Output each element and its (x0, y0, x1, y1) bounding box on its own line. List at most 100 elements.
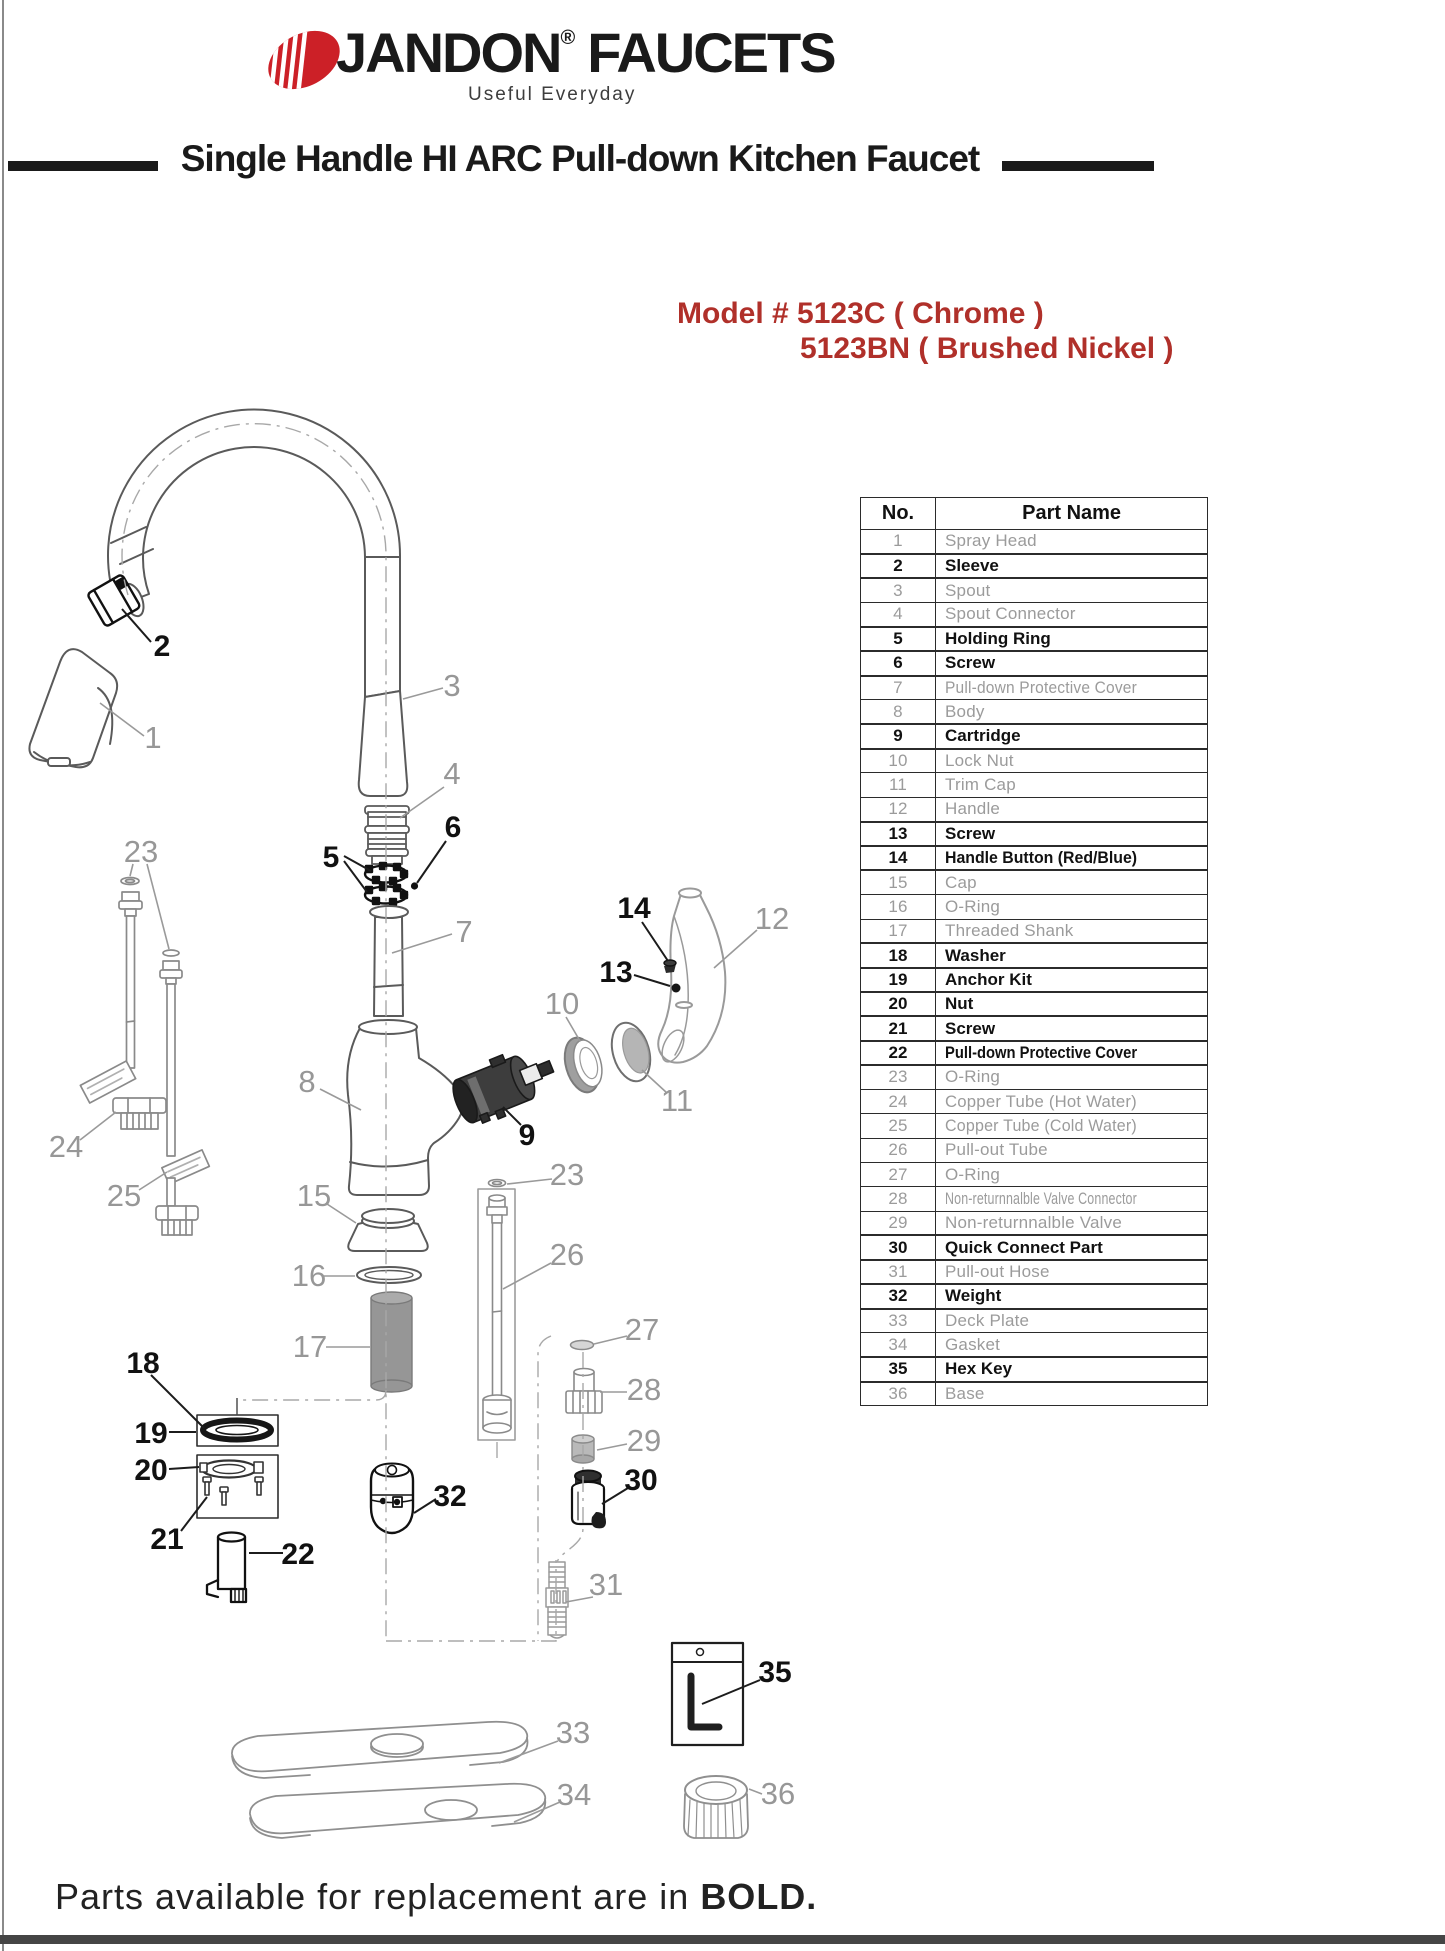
part-number-cell: 33 (860, 1307, 936, 1334)
model-number-line1: Model # 5123C ( Chrome ) (677, 297, 1044, 330)
part-number-cell: 25 (860, 1113, 936, 1139)
part-name-cell: Threaded Shank (934, 918, 1209, 944)
part-valve-connector (565, 1367, 603, 1414)
part-name-cell: Handle Button (Red/Blue) (934, 844, 1209, 872)
part-name-cell: Pull-down Protective Cover (934, 675, 1209, 701)
part-name-text: Lock Nut (945, 751, 1014, 771)
part-o-ring-16 (356, 1266, 422, 1284)
part-name-cell: Spout Connector (934, 602, 1209, 628)
part-name-cell: Spray Head (934, 528, 1209, 555)
table-row: 10 Lock Nut (860, 748, 1209, 774)
diagram-label-8: 8 (298, 1064, 315, 1099)
part-name-text: Screw (945, 653, 996, 673)
part-number-cell: 35 (860, 1356, 936, 1383)
part-number-cell: 7 (860, 675, 936, 701)
leader-lines-gray (79, 687, 763, 1823)
table-row: 5 Holding Ring (860, 625, 1209, 653)
part-cartridge (452, 1053, 555, 1124)
part-number-cell: 18 (860, 942, 936, 969)
title-rule-left (8, 161, 158, 171)
diagram-label-16: 16 (292, 1258, 326, 1293)
part-name-text: O-Ring (945, 896, 1001, 916)
part-name-text: Pull-down Protective Cover (945, 1042, 1138, 1062)
diagram-label-11: 11 (661, 1083, 693, 1118)
part-name-cell: Cap (934, 869, 1209, 896)
part-deck-plate (231, 1720, 529, 1779)
part-name-text: Screw (945, 1018, 996, 1038)
part-name-cell: Base (934, 1381, 1209, 1407)
model-number-line2: 5123BN ( Brushed Nickel ) (800, 332, 1174, 365)
part-name-text: Pull-out Tube (945, 1140, 1048, 1160)
diagram-label-12: 12 (755, 901, 789, 936)
part-pull-out-tube (477, 1178, 516, 1441)
part-number-cell: 16 (860, 894, 936, 920)
part-name-text: Spray Head (945, 531, 1037, 551)
part-number-cell: 11 (860, 772, 936, 798)
part-number-cell: 24 (860, 1088, 936, 1115)
part-body (346, 1019, 464, 1196)
part-name-cell: O-Ring (934, 1064, 1209, 1090)
diagram-label-3: 3 (443, 668, 460, 703)
part-name-text: Cap (945, 872, 977, 892)
part-name-text: Cartridge (945, 726, 1021, 746)
diagram-label-21: 21 (150, 1523, 183, 1556)
diagram-label-7: 7 (455, 914, 472, 949)
footer-text: Parts available for replacement are in (55, 1876, 701, 1917)
part-number-cell: 10 (860, 748, 936, 774)
part-trim-cap (610, 1021, 652, 1083)
part-number-cell: 23 (860, 1064, 936, 1090)
part-name-text: Nut (945, 994, 974, 1014)
part-name-cell: Anchor Kit (934, 966, 1209, 994)
table-row: 22 Pull-down Protective Cover (860, 1039, 1209, 1067)
part-name-text: Trim Cap (945, 775, 1016, 795)
part-number-cell: 1 (860, 528, 936, 555)
part-spout-connector (364, 805, 410, 865)
table-row: 25 Copper Tube (Cold Water) (860, 1113, 1209, 1139)
footer-bold-word: BOLD. (700, 1876, 818, 1917)
part-number-cell: 22 (860, 1039, 936, 1067)
part-name-cell: Pull-out Hose (934, 1259, 1209, 1285)
part-name-text: Handle (945, 799, 1001, 819)
diagram-label-20: 20 (134, 1454, 167, 1487)
part-number-cell: 30 (860, 1234, 936, 1261)
diagram-label-23b: 23 (550, 1157, 584, 1192)
diagram-label-35: 35 (758, 1656, 791, 1689)
part-name-text: Handle Button (Red/Blue) (945, 848, 1138, 868)
part-name-text: Non-returnnalble Valve Connector (945, 1188, 1137, 1208)
part-name-cell: Washer (934, 942, 1209, 969)
column-header-no: No. (860, 497, 936, 530)
part-number-cell: 8 (860, 699, 936, 725)
part-name-cell: Lock Nut (934, 748, 1209, 774)
diagram-label-22: 22 (281, 1538, 314, 1571)
part-base (683, 1775, 749, 1839)
part-name-text: Hex Key (945, 1359, 1013, 1379)
diagram-label-14: 14 (617, 892, 651, 925)
part-cap (347, 1208, 429, 1252)
diagram-label-24: 24 (49, 1129, 83, 1164)
page-bottom-bar (0, 1935, 1445, 1944)
part-protective-cover (369, 905, 409, 1017)
part-name-text: Holding Ring (945, 629, 1051, 649)
table-row: 16 O-Ring (860, 894, 1209, 920)
diagram-label-23: 23 (124, 834, 158, 869)
part-name-cell: Quick Connect Part (934, 1234, 1209, 1261)
part-name-cell: Cartridge (934, 723, 1209, 750)
part-number-cell: 5 (860, 625, 936, 653)
part-pull-out-hose (545, 1561, 569, 1639)
part-lock-nut (563, 1036, 603, 1094)
part-name-text: Copper Tube (Cold Water) (945, 1115, 1137, 1135)
part-spray-head (28, 648, 119, 769)
part-number-cell: 13 (860, 820, 936, 847)
